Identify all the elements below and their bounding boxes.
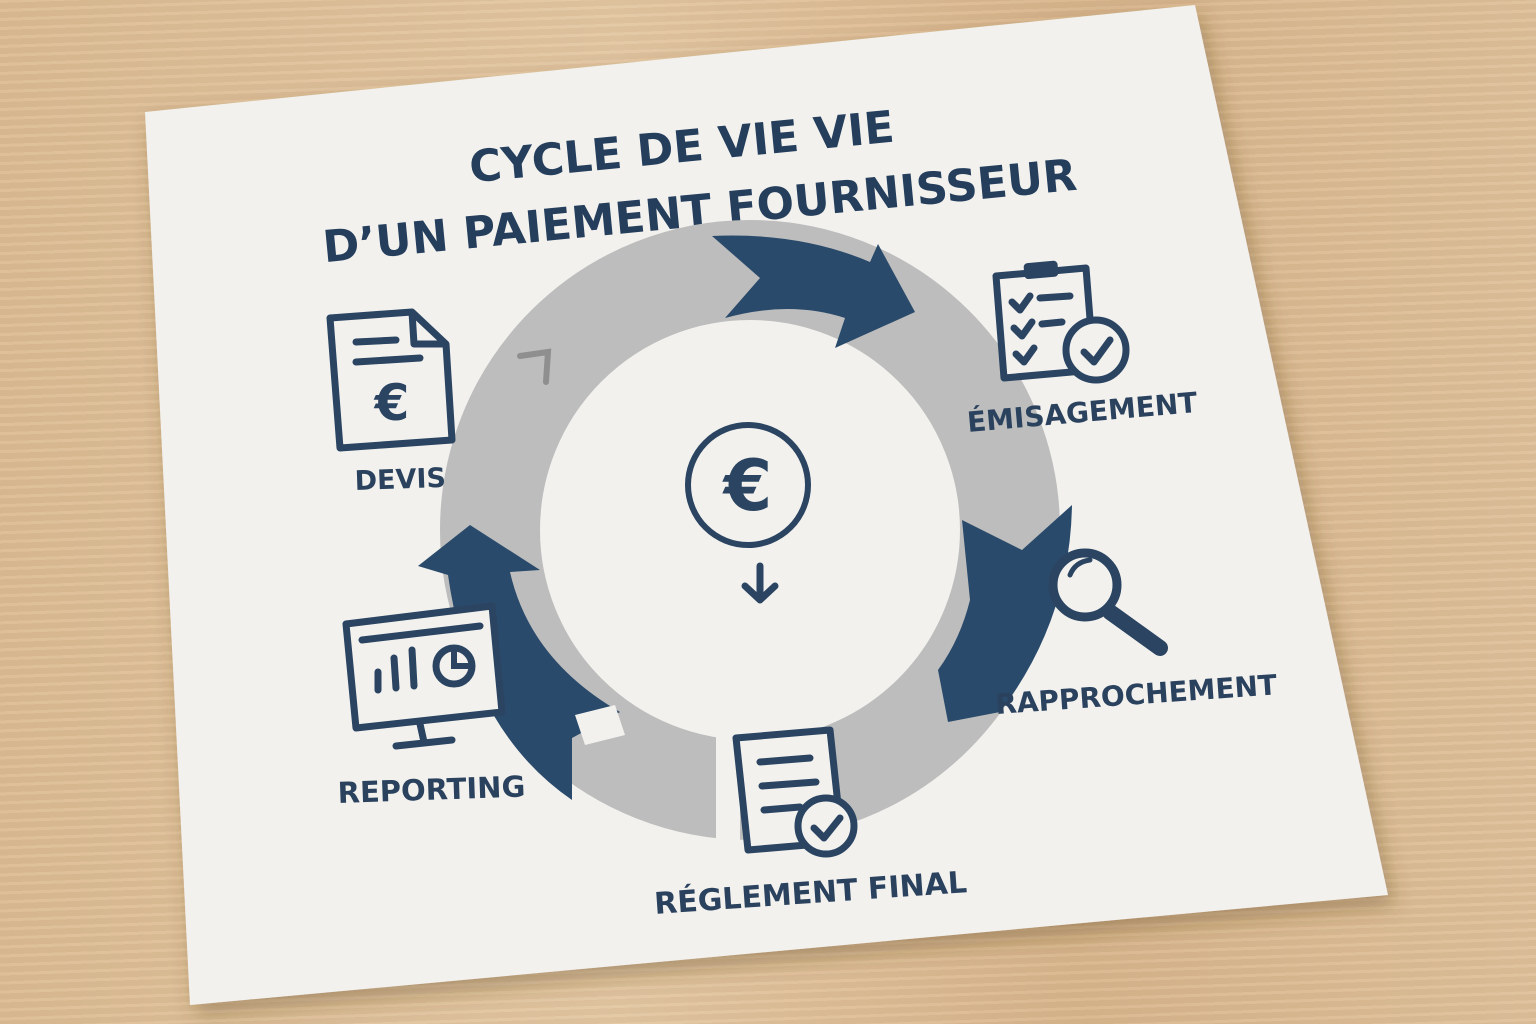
ring-chevron-gap <box>575 705 625 745</box>
monitor-chart-icon <box>342 602 506 750</box>
step-label-devis: DEVIS <box>354 463 446 497</box>
invoice-euro-icon: € <box>326 308 456 452</box>
euro-coin-icon: € <box>685 422 811 548</box>
magnifier-icon <box>1048 548 1168 656</box>
cycle-arrow-right <box>938 505 1072 722</box>
cycle-arrow-top <box>712 235 915 348</box>
ring-chevron-mark <box>517 348 552 385</box>
svg-text:€: € <box>374 374 410 432</box>
down-arrow-icon <box>741 562 779 604</box>
step-label-reporting: REPORTING <box>337 769 526 810</box>
checklist-clipboard-icon <box>992 260 1130 384</box>
approved-document-icon <box>732 726 858 858</box>
ring-inner-disc <box>542 322 958 738</box>
ring-gap-bottom <box>716 735 740 850</box>
cycle-arrow-left <box>418 525 620 800</box>
center-euro-symbol: € <box>722 445 773 527</box>
